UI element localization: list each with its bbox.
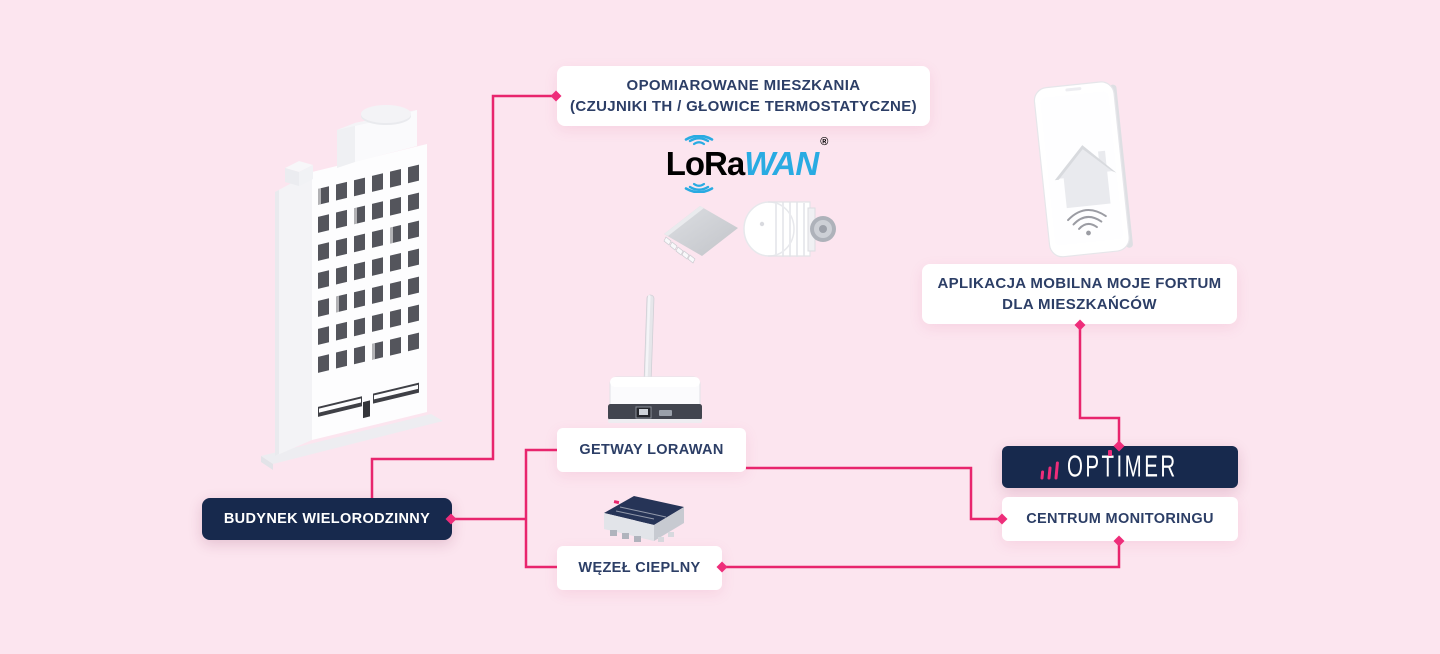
- optimer-wordmark: OPTIMER: [1066, 449, 1178, 484]
- lorawan-logo: LoRaWAN®: [663, 135, 828, 193]
- lorawan-signal-arcs-bottom: [684, 182, 713, 193]
- mobile-app-line1: APLIKACJA MOBILNA MOJE FORTUM: [937, 274, 1222, 292]
- connector-gateway-to-monitoring: [746, 466, 1001, 521]
- mobile-app-box: APLIKACJA MOBILNA MOJE FORTUM DLA MIESZK…: [922, 264, 1237, 324]
- lorawan-gateway-illustration: [608, 294, 702, 423]
- optimer-logo-box: OPTIMER: [1002, 446, 1238, 488]
- metered-apartments-box: OPOMIAROWANE MIESZKANIA (CZUJNIKI TH / G…: [557, 66, 930, 126]
- smartphone-illustration: [1033, 81, 1133, 258]
- gateway-label: GETWAY LORAWAN: [579, 441, 724, 458]
- heat-node-box: WĘZEŁ CIEPLNY: [557, 546, 722, 590]
- connector-building-to-gateway-heatnode: [451, 448, 557, 569]
- lorawan-wordmark: LoRaWAN®: [665, 135, 828, 193]
- monitoring-center-box: CENTRUM MONITORINGU: [1002, 497, 1238, 541]
- apartment-building-illustration: [261, 105, 443, 470]
- th-sensor-illustration: [663, 206, 738, 264]
- optimer-accent-tick: [1108, 450, 1112, 456]
- monitoring-center-label: CENTRUM MONITORINGU: [1026, 510, 1214, 527]
- metered-apartments-line2: (CZUJNIKI TH / GŁOWICE TERMOSTATYCZNE): [570, 98, 917, 115]
- thermostatic-head-illustration: [743, 201, 836, 257]
- heat-node-device-illustration: [604, 496, 684, 542]
- heat-node-label: WĘZEŁ CIEPLNY: [578, 559, 701, 576]
- mobile-app-line2: DLA MIESZKAŃCÓW: [1002, 296, 1157, 313]
- lorawan-blue-part: WAN: [744, 145, 819, 182]
- registered-mark: ®: [820, 136, 828, 148]
- metered-apartments-line1: OPOMIAROWANE MIESZKANIA: [626, 76, 861, 94]
- connector-heatnode-to-monitoring: [722, 542, 1121, 569]
- building-box: BUDYNEK WIELORODZINNY: [202, 498, 452, 540]
- lorawan-signal-arcs-top: [684, 135, 713, 146]
- optimer-bars-icon: [1040, 461, 1059, 480]
- gateway-box: GETWAY LORAWAN: [557, 428, 746, 472]
- lorawan-black-part: LoRa: [665, 145, 745, 182]
- building-label: BUDYNEK WIELORODZINNY: [223, 510, 431, 527]
- connector-app-to-optimer: [1078, 325, 1121, 446]
